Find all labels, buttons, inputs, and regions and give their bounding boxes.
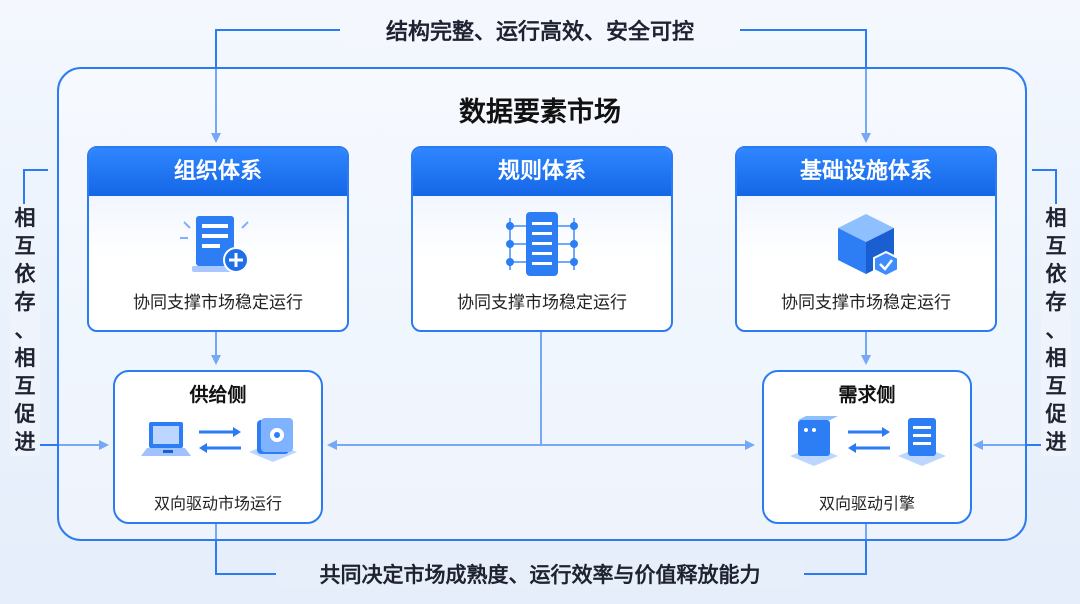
system-rules: 规则体系 协同支撑市场稳定运行 (411, 146, 673, 332)
server-network-icon (506, 212, 578, 276)
system-rules-title: 规则体系 (413, 148, 671, 196)
right-side-text: 相互依 存、相 互促进 (1041, 204, 1071, 456)
supply-side-box: 供给侧 双向驱动市场运行 (113, 370, 323, 524)
supply-side-title: 供给侧 (189, 384, 247, 406)
demand-side-title: 需求侧 (838, 384, 896, 406)
bottom-connector (215, 520, 276, 575)
main-title: 数据要素市场 (459, 97, 621, 128)
system-rules-desc: 协同支撑市场稳定运行 (457, 293, 627, 313)
laptop-icon (141, 422, 191, 456)
system-organization: 组织体系 协同支撑市场稳定运行 (87, 146, 349, 332)
system-infrastructure-title: 基础设施体系 (737, 148, 995, 196)
supply-side-icons (141, 418, 297, 462)
cube-check-icon (838, 214, 899, 278)
document-stack-icon (898, 418, 946, 466)
demand-side-box: 需求侧 双向驱动引擎 (762, 370, 972, 524)
document-add-icon (180, 216, 249, 273)
system-organization-desc: 协同支撑市场稳定运行 (133, 293, 303, 313)
demand-side-desc: 双向驱动引擎 (818, 494, 915, 513)
top-connector-right (722, 29, 871, 143)
exchange-arrows-icon (848, 427, 890, 453)
demand-side-icons (790, 416, 946, 466)
top-connector-left (211, 29, 360, 143)
exchange-arrows-icon (199, 427, 241, 453)
system-organization-title: 组织体系 (89, 148, 347, 196)
server-cube-icon (790, 416, 838, 466)
left-side-text: 相互依 存、相 互促进 (10, 204, 40, 456)
top-caption: 结构完整、运行高效、安全可控 (340, 14, 740, 46)
system-infrastructure: 基础设施体系 协同支撑市场稳定运行 (735, 146, 997, 332)
system-infrastructure-desc: 协同支撑市场稳定运行 (781, 293, 951, 313)
bottom-caption: 共同决定市场成熟度、运行效率与价值释放能力 (278, 559, 802, 589)
supply-side-desc: 双向驱动市场运行 (153, 494, 282, 513)
storage-device-icon (249, 418, 297, 462)
